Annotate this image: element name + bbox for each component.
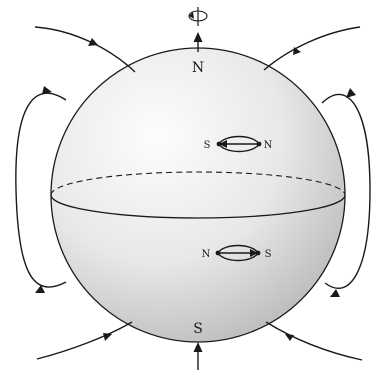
sphere bbox=[50, 47, 346, 343]
lower-dipole-right-label: S bbox=[265, 249, 272, 260]
field-line-top-left bbox=[34, 26, 136, 73]
north-pole-label: N bbox=[192, 60, 204, 76]
upper-dipole-left-label: S bbox=[204, 140, 211, 151]
field-line-top-right bbox=[263, 26, 361, 71]
equator-back bbox=[50, 171, 346, 196]
lower-dipole-left-label: N bbox=[202, 249, 211, 260]
equator-front bbox=[50, 194, 346, 219]
south-axis-arrow bbox=[193, 342, 203, 370]
field-line-bottom-left bbox=[36, 321, 133, 360]
upper-dipole: S N bbox=[204, 135, 273, 153]
lower-dipole: N S bbox=[202, 244, 272, 262]
field-line-bottom-right bbox=[265, 321, 363, 361]
north-axis-arrow bbox=[193, 32, 203, 52]
field-line-right-loop bbox=[321, 88, 371, 297]
field-line-left-loop bbox=[15, 86, 67, 293]
upper-dipole-right-label: N bbox=[264, 140, 273, 151]
south-pole-label: S bbox=[193, 321, 203, 337]
rotation-arrow-icon bbox=[188, 7, 208, 26]
